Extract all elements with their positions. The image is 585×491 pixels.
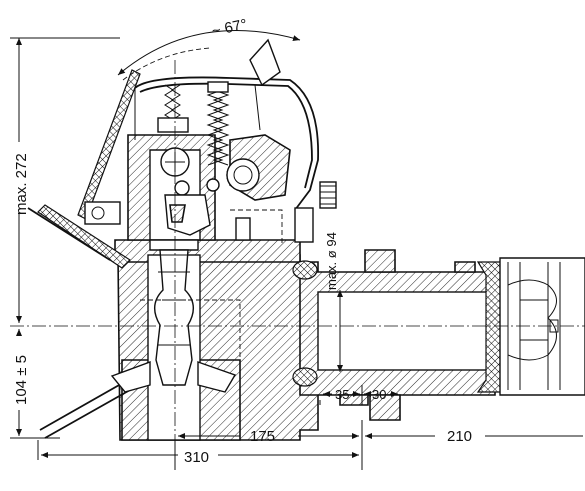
guide-funnel <box>39 360 237 439</box>
dimension-310: 310 <box>184 449 209 466</box>
angle-label: ~ 67° <box>210 16 248 40</box>
rear-nut <box>499 257 585 396</box>
dimension-175: 175 <box>250 428 275 445</box>
dimension-30: 30 <box>372 387 386 402</box>
dimension-lines: max. 272 104 ± 5 max. ø 94 35 30 175 210… <box>10 37 583 470</box>
seal-rings <box>292 260 506 393</box>
release-lever <box>27 69 141 269</box>
kingpin <box>140 239 241 386</box>
height-max-label: max. 272 <box>13 153 30 215</box>
height-lower-label: 104 ± 5 <box>13 355 30 405</box>
center-lines <box>10 60 585 460</box>
diameter-label: max. ø 94 <box>324 232 339 290</box>
dimension-210: 210 <box>447 428 472 445</box>
dimension-35: 35 <box>335 387 349 402</box>
